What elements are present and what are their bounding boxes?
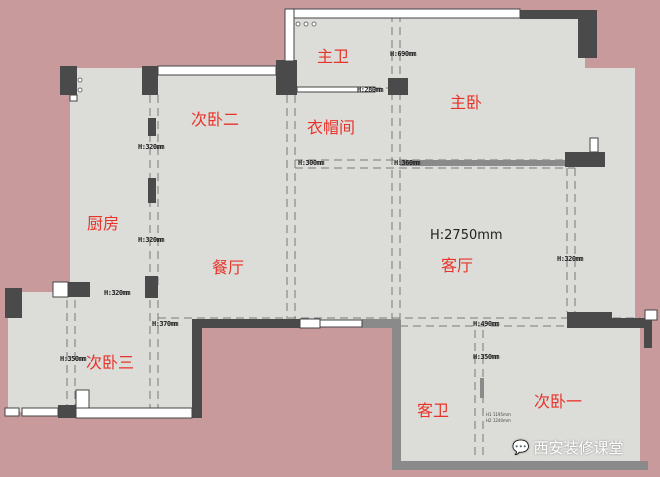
room-label-guest-bath: 客卫 [417, 401, 450, 420]
wechat-icon: 💬 [512, 439, 530, 456]
wall [148, 118, 156, 136]
window [644, 309, 658, 321]
window [157, 65, 277, 76]
room-label-second-bedroom-1: 次卧一 [534, 392, 583, 411]
dimension-label: H:490mm [473, 320, 500, 328]
fixture-icon [303, 21, 309, 27]
window [69, 94, 78, 102]
fixture-icon [77, 77, 83, 83]
room-label-second-bedroom-3: 次卧三 [86, 353, 135, 372]
fixture-icon [77, 87, 83, 93]
wall [388, 78, 408, 95]
floor-bedroom3 [8, 292, 194, 412]
dimension-label: H:320mm [557, 255, 584, 263]
wall-light [362, 319, 400, 328]
wall [60, 66, 77, 95]
wall [145, 276, 158, 298]
watermark-text: 西安装修课堂 [533, 439, 624, 457]
walls [5, 10, 652, 418]
dimension-label: H:280mm [357, 86, 384, 94]
dimension-label: H:690mm [390, 50, 417, 58]
wall [192, 319, 202, 418]
wall [565, 152, 605, 167]
wall [58, 405, 76, 418]
wall-light [400, 160, 565, 166]
wall [5, 288, 22, 318]
wall-light [480, 378, 484, 398]
dimension-label: H:320mm [138, 236, 165, 244]
room-label-master-bath: 主卫 [317, 47, 350, 66]
window [75, 389, 90, 409]
window-height-label: H1 1195mm [486, 412, 511, 417]
dimension-label: H:320mm [138, 143, 165, 151]
watermark: 💬 西安装修课堂 [512, 437, 623, 458]
wall [68, 282, 90, 297]
window [52, 281, 69, 298]
wall [192, 319, 300, 328]
fixture-icon [295, 21, 301, 27]
window [21, 407, 59, 417]
room-label-dining: 餐厅 [212, 258, 245, 277]
wall [285, 60, 297, 95]
wall-light [392, 461, 648, 470]
ceiling-height-label: H:2750mm [430, 228, 503, 243]
window [284, 8, 295, 62]
dimension-label: H:370mm [152, 320, 179, 328]
window [299, 318, 321, 329]
window-height-label: H2 1240mm [486, 418, 511, 423]
fixture-icon [311, 21, 317, 27]
window [4, 407, 20, 417]
window [319, 319, 363, 328]
wall [644, 318, 652, 348]
dimension-label: H:360mm [394, 159, 421, 167]
dimension-label: H:350mm [473, 353, 500, 361]
wall [520, 10, 597, 19]
window [296, 86, 376, 93]
room-label-kitchen: 厨房 [87, 214, 120, 233]
floor-main [70, 68, 635, 324]
room-label-master-bedroom: 主卧 [450, 93, 483, 112]
dimension-label: H:350mm [60, 355, 87, 363]
wall [578, 10, 597, 58]
room-label-second-bedroom-2: 次卧二 [191, 110, 240, 129]
wall [148, 178, 156, 203]
wall [567, 318, 652, 328]
dimension-label: H:320mm [104, 289, 131, 297]
floor-south [395, 320, 640, 464]
window [75, 407, 193, 419]
window [589, 137, 599, 153]
room-label-living: 客厅 [441, 256, 474, 275]
wall [142, 66, 158, 95]
room-label-cloakroom: 衣帽间 [307, 118, 356, 137]
wall-light [392, 320, 401, 470]
window [284, 8, 521, 19]
dimension-label: H:300mm [298, 159, 325, 167]
